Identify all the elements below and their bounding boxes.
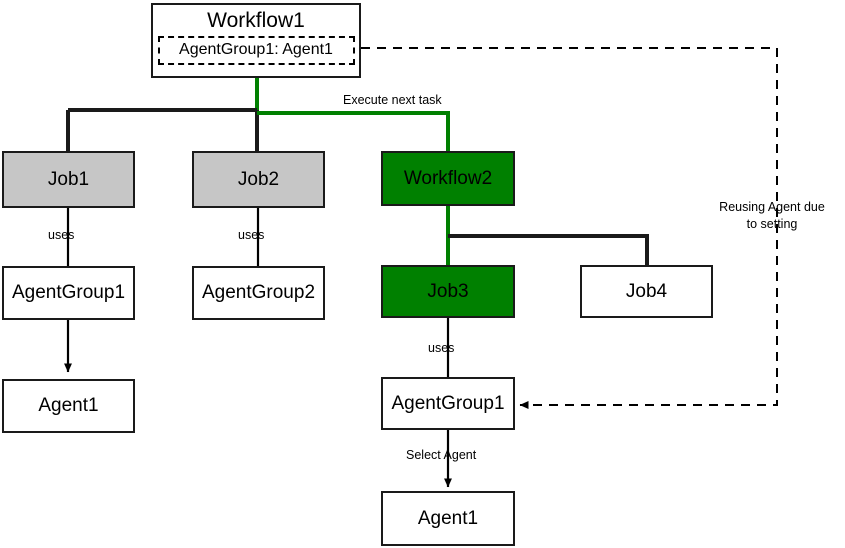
node-agent1-center[interactable]: Agent1 (381, 491, 515, 546)
node-agent1-left[interactable]: Agent1 (2, 379, 135, 433)
note-reusing-agent: Reusing Agent due to setting (719, 200, 825, 231)
node-agentgroup1-center[interactable]: AgentGroup1 (381, 377, 515, 430)
node-job2[interactable]: Job2 (192, 151, 325, 208)
label-execute-next-task: Execute next task (343, 93, 442, 107)
label-uses-job3: uses (428, 341, 455, 355)
node-job3[interactable]: Job3 (381, 265, 515, 318)
node-workflow2[interactable]: Workflow2 (381, 151, 515, 206)
node-agentgroup1-left[interactable]: AgentGroup1 (2, 266, 135, 320)
connector-workflow1-jobs-bus (66, 108, 259, 151)
node-job4[interactable]: Job4 (580, 265, 713, 318)
label-uses-job2: uses (238, 228, 265, 242)
workflow1-agent-binding: AgentGroup1: Agent1 (157, 36, 355, 65)
label-uses-job1: uses (48, 228, 75, 242)
node-agentgroup2-left[interactable]: AgentGroup2 (192, 266, 325, 320)
label-select-agent: Select Agent (406, 448, 477, 462)
node-workflow1[interactable]: Workflow1 AgentGroup1: Agent1 (151, 3, 361, 78)
connector-workflow2-to-job4 (448, 234, 649, 265)
connector-execute-next-task (257, 111, 450, 151)
workflow1-title: Workflow1 (207, 9, 305, 32)
node-job1[interactable]: Job1 (2, 151, 135, 208)
